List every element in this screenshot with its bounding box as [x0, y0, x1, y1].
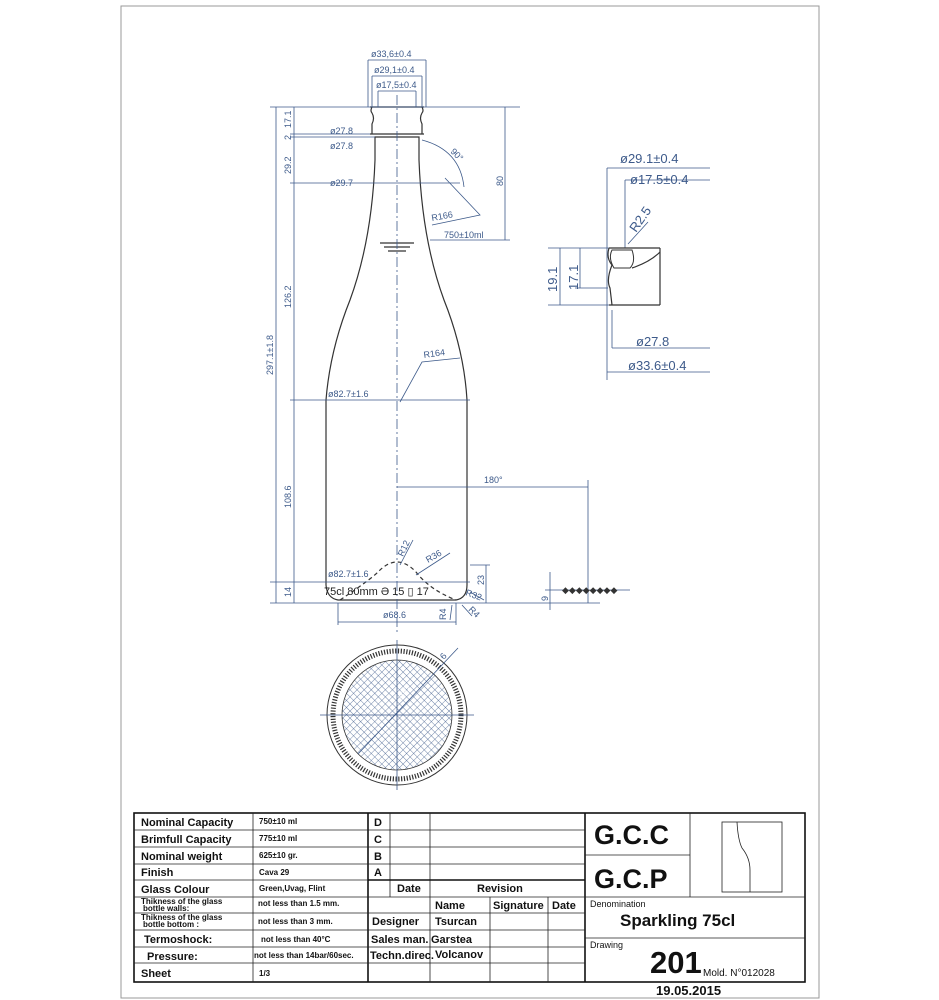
drawing-angle_90-text: 90°	[449, 146, 466, 163]
drawing-r12-text: R12	[396, 539, 412, 558]
approvals-rows-0-role-text: Designer	[372, 916, 420, 928]
drawing-r166-text: R166	[431, 209, 454, 223]
drawing-diameters-d_neck-text: ø29.7	[330, 178, 353, 188]
drawing-left_dims-h_total-text: 297.1±1.8	[265, 335, 275, 375]
specs-2-value-text: 625±10 gr.	[259, 851, 298, 860]
drawing-diameters-d_foot-text: ø68.6	[383, 610, 406, 620]
drawing-dim_80-text: 80	[495, 176, 505, 186]
finish-detail: ø29.1±0.4 ø17.5±0.4 R2.5 19.1 17.1 ø27.8…	[545, 151, 710, 380]
approvals-headers-date-text: Date	[552, 900, 576, 912]
drawing-r164-text: R164	[423, 347, 446, 360]
detail-d3-text: ø27.8	[636, 334, 669, 349]
approvals-rows-2-role-text: Techn.direc.	[370, 950, 434, 962]
drawing-left_dims-h_body-text: 108.6	[283, 485, 293, 508]
company-line2-text: G.C.P	[594, 864, 668, 894]
specs-4-value-text: Green,Uvag, Flint	[259, 884, 326, 893]
knurling-marks: ◆◆◆◆◆◆◆◆	[562, 585, 617, 595]
specs-0-value-text: 750±10 ml	[259, 817, 297, 826]
drawing_no-value-text: 201	[650, 945, 702, 980]
drawing-left_dims-h_neck-text: 29.2	[283, 156, 293, 174]
approvals-rows-1-name-text: Garstea	[431, 934, 473, 946]
approvals-headers-name-text: Name	[435, 900, 465, 912]
company-block: G.C.C G.C.P Denomination Sparkling 75cl …	[590, 820, 775, 998]
specs-6-label-text: Thikness of the glass	[141, 913, 223, 922]
neck-right-dims: 90° R166 80 750±10ml R164 180°	[397, 107, 589, 603]
specs-4-label-text: Glass Colour	[141, 884, 210, 896]
drawing-left_dims-h_finish-text: 17.1	[283, 110, 293, 128]
drawing-r4_a-text: R4	[438, 608, 448, 620]
denomination-label-text: Denomination	[590, 899, 646, 909]
specs-3-value-text: Cava 29	[259, 868, 290, 877]
detail-h2-text: 17.1	[566, 265, 581, 290]
title-block	[133, 812, 806, 983]
approvals-rows-0-name-text: Tsurcan	[435, 916, 477, 928]
denomination-value-text: Sparkling 75cl	[620, 911, 735, 930]
detail-d1-text: ø29.1±0.4	[620, 151, 678, 166]
base-embossing: 75cl 80mm Ə 15 ▯ 17	[324, 586, 429, 598]
neck-diameter-dims: ø33,6±0.4 ø29,1±0.4 ø17,5±0.4	[367, 49, 427, 107]
revisions-table: D C B A Date Revision Name Signature Dat…	[370, 817, 576, 962]
detail-r-text: R2.5	[626, 204, 654, 235]
date-text: 19.05.2015	[656, 983, 721, 998]
revisions-letters-0-text: D	[374, 817, 382, 829]
drawing-h_23-text: 23	[476, 575, 486, 585]
specs-table: Nominal Capacity 750±10 ml Brimfull Capac…	[141, 817, 354, 980]
drawing-r32-text: R32	[464, 587, 483, 602]
drawing_no-mold-text: Mold. N°012028	[703, 968, 775, 979]
detail-h1-text: 19.1	[545, 267, 560, 292]
revisions-date_header-text: Date	[397, 883, 421, 895]
approvals-rows-1-role-text: Sales man.	[371, 934, 428, 946]
drawing-angle_180-text: 180°	[484, 475, 503, 485]
detail-d4-text: ø33.6±0.4	[628, 358, 686, 373]
approvals-rows-2-name-text: Volcanov	[435, 949, 484, 961]
specs-9-label-text: Sheet	[141, 968, 171, 980]
specs-3-label-text: Finish	[141, 867, 174, 879]
specs-0-label-text: Nominal Capacity	[141, 817, 234, 829]
base-view: 6 ø57	[320, 640, 474, 790]
drawing-diameters-d_neck_top-text: ø27.8	[330, 141, 353, 151]
specs-7-label-text: Termoshock:	[144, 934, 212, 946]
specs-6-label2-text: bottle bottom :	[143, 920, 199, 929]
specs-1-label-text: Brimfull Capacity	[141, 834, 232, 846]
drawing-left_dims-h_base-text: 14	[283, 587, 293, 597]
sheet-frame	[120, 5, 820, 999]
drawing-dim_9-text: 9	[540, 596, 550, 601]
specs-7-value-text: not less than 40°C	[261, 935, 331, 944]
specs-1-value-text: 775±10 ml	[259, 834, 297, 843]
drawing-diameters-d_base_line-text: ø82.7±1.6	[328, 569, 368, 579]
specs-6-value-text: not less than 3 mm.	[258, 917, 333, 926]
drawing-diameters-d_body-text: ø82.7±1.6	[328, 389, 368, 399]
specs-8-value-text: not less than 14bar/60sec.	[254, 951, 354, 960]
specs-5-label2-text: bottle walls:	[143, 904, 189, 913]
drawing-r36-text: R36	[424, 548, 443, 565]
drawing-neck_dims-d_inner-text: ø17,5±0.4	[376, 80, 416, 90]
specs-5-label-text: Thikness of the glass	[141, 897, 223, 906]
revisions-letters-2-text: B	[374, 851, 382, 863]
revisions-letters-3-text: A	[374, 867, 382, 879]
height-dims: 17.1 2 29.2 126.2 297.1±1.8 108.6 14 ø27…	[265, 106, 600, 604]
drawing_no-label-text: Drawing	[590, 940, 623, 950]
drawing-left_dims-h_shoulder-text: 126.2	[283, 285, 293, 308]
drawing-fill_level-text: 750±10ml	[444, 230, 483, 240]
drawing-neck_dims-d_mid-text: ø29,1±0.4	[374, 65, 414, 75]
specs-2-label-text: Nominal weight	[141, 851, 223, 863]
specs-9-value-text: 1/3	[259, 969, 271, 978]
drawing-left_dims-h_gap-text: 2	[283, 135, 293, 140]
drawing-diameters-d_finish_bottom-text: ø27.8	[330, 126, 353, 136]
drawing-neck_dims-d_outer-text: ø33,6±0.4	[371, 49, 411, 59]
specs-5-value-text: not less than 1.5 mm.	[258, 899, 339, 908]
detail-d2-text: ø17.5±0.4	[630, 172, 688, 187]
company-line1-text: G.C.C	[594, 820, 669, 850]
revisions-letters-1-text: C	[374, 834, 382, 846]
drawing-base_ring-text: 6	[438, 651, 449, 661]
revisions-revision_header-text: Revision	[477, 883, 523, 895]
specs-8-label-text: Pressure:	[147, 951, 198, 963]
drawing-r4_b-text: R4	[467, 604, 482, 619]
approvals-headers-signature-text: Signature	[493, 900, 544, 912]
